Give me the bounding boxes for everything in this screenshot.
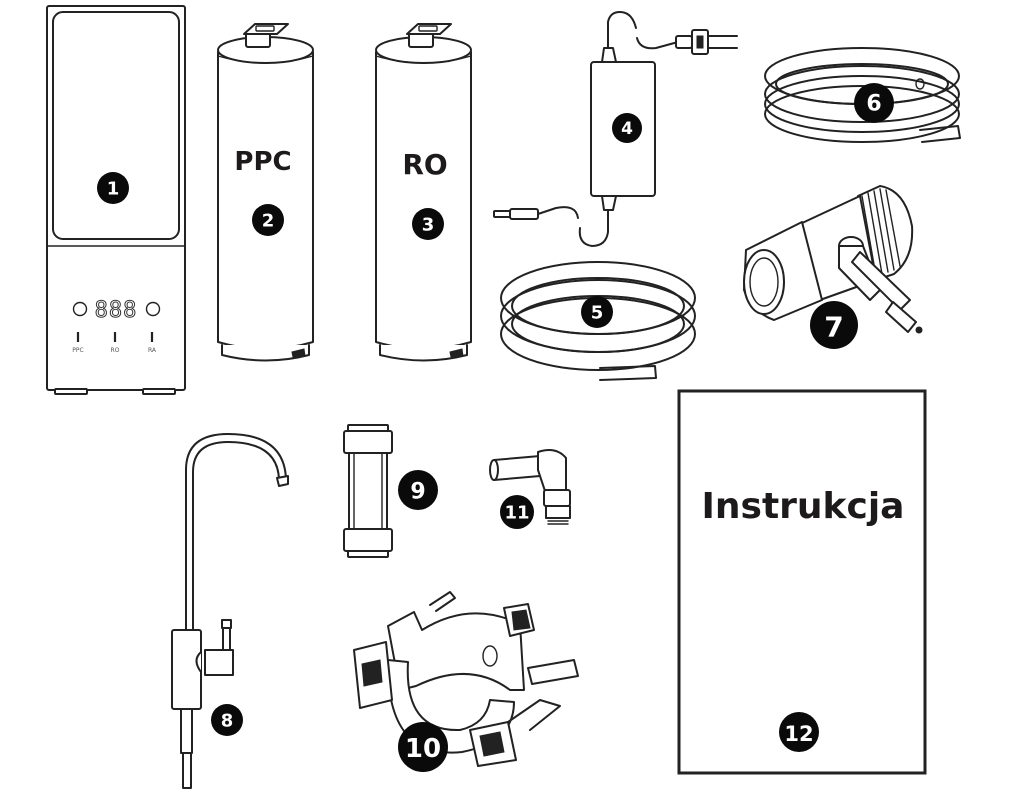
ro-label: RO bbox=[402, 148, 447, 181]
badge-7: 7 bbox=[810, 301, 858, 349]
badge-6: 6 bbox=[854, 83, 894, 123]
svg-text:9: 9 bbox=[410, 480, 425, 505]
svg-text:2: 2 bbox=[262, 211, 275, 232]
badge-8: 8 bbox=[211, 704, 243, 736]
segment-display: 888 bbox=[95, 298, 138, 323]
panel-button-right bbox=[145, 301, 161, 317]
svg-text:8: 8 bbox=[221, 711, 234, 732]
tee-valve: 7 bbox=[743, 185, 923, 349]
saddle-clamp: 10 bbox=[353, 591, 579, 772]
svg-text:6: 6 bbox=[866, 92, 881, 117]
power-adapter: 4 bbox=[493, 11, 738, 247]
panel-button-left bbox=[72, 301, 88, 317]
svg-text:11: 11 bbox=[504, 503, 529, 524]
elbow-connector: 11 bbox=[489, 449, 571, 529]
straight-connector: 9 bbox=[343, 424, 438, 558]
badge-4: 4 bbox=[612, 113, 642, 143]
badge-2: 2 bbox=[252, 204, 284, 236]
badge-10: 10 bbox=[398, 722, 448, 772]
badge-1: 1 bbox=[97, 172, 129, 204]
badge-12: 12 bbox=[779, 712, 819, 752]
indicator-label-ro: RO bbox=[111, 347, 120, 354]
instruction-manual: Instrukcja 12 bbox=[677, 389, 927, 775]
badge-5: 5 bbox=[581, 296, 613, 328]
svg-text:5: 5 bbox=[591, 303, 604, 324]
control-panel: 888 PPC RO RA bbox=[72, 298, 161, 354]
badge-11: 11 bbox=[500, 495, 534, 529]
svg-text:7: 7 bbox=[824, 311, 843, 344]
svg-text:4: 4 bbox=[621, 119, 633, 139]
svg-text:10: 10 bbox=[405, 734, 441, 764]
ppc-label: PPC bbox=[234, 147, 291, 177]
ppc-cartridge: PPC 2 bbox=[217, 23, 314, 362]
water-tube-coil: 5 bbox=[500, 261, 696, 381]
indicator-label-ppc: PPC bbox=[72, 347, 83, 354]
ro-cartridge: RO 3 bbox=[375, 23, 472, 362]
svg-text:12: 12 bbox=[784, 722, 813, 746]
svg-text:3: 3 bbox=[422, 215, 435, 236]
badge-3: 3 bbox=[412, 208, 444, 240]
svg-text:1: 1 bbox=[107, 179, 120, 200]
badge-9: 9 bbox=[398, 470, 438, 510]
manual-title: Instrukcja bbox=[702, 486, 905, 527]
drain-tube-coil: 6 bbox=[764, 47, 961, 143]
purifier-unit: 888 PPC RO RA 1 bbox=[46, 5, 186, 395]
indicator-label-ra: RA bbox=[148, 347, 157, 354]
faucet: 8 bbox=[171, 433, 289, 789]
